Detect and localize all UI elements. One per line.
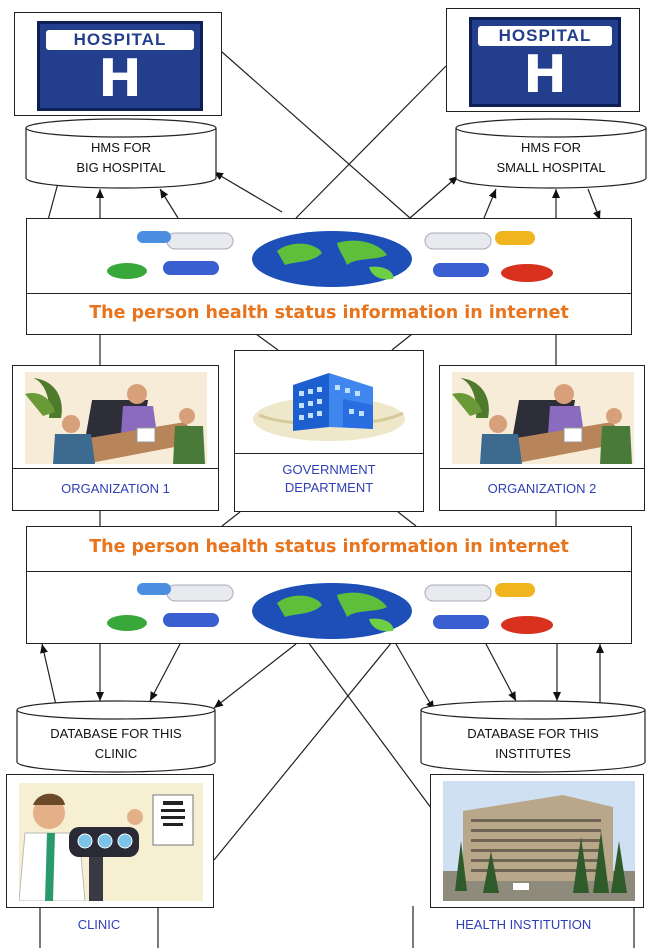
hms-small-label: HMS FOR SMALL HOSPITAL [496,140,606,175]
globe-network-icon [107,583,553,639]
organization-1-label: ORGANIZATION 1 [61,481,170,496]
eye-doctor-icon [19,783,203,901]
organization-2-box: ORGANIZATION 2 [439,365,645,511]
globe-network-icon [107,231,553,287]
hospital-sign-word: HOSPITAL [478,26,612,46]
hospital-sign-word: HOSPITAL [46,30,194,50]
organization-1-box: ORGANIZATION 1 [12,365,219,511]
hms-big-cylinder [25,118,217,189]
internet-box-bottom: The person health status information in … [26,526,632,644]
hospital-sign-box-left: HOSPITAL H [14,12,222,116]
clinic-database-cylinder [16,700,216,773]
clinic-picture-box [6,774,214,908]
clinic-database-label: DATABASE FOR THIS CLINIC [50,726,182,761]
government-department-box: GOVERNMENT DEPARTMENT [234,350,424,512]
government-department-label: GOVERNMENT DEPARTMENT [282,462,376,495]
institutes-database-cylinder [420,700,646,773]
health-institution-label: HEALTH INSTITUTION [455,917,592,932]
institutes-database-label: DATABASE FOR THIS INSTITUTES [467,726,599,761]
hospital-sign-icon: HOSPITAL H [37,21,203,111]
hms-big-label: HMS FOR BIG HOSPITAL [76,140,166,175]
organization-2-label: ORGANIZATION 2 [487,481,597,496]
hospital-sign-letter: H [523,45,567,105]
hospital-building-photo [443,781,635,901]
health-institution-picture-box [430,774,644,908]
internet-label-bottom: The person health status information in … [89,537,569,557]
hospital-sign-icon: HOSPITAL H [469,17,621,107]
office-meeting-icon [452,372,634,464]
internet-label-top: The person health status information in … [89,303,569,323]
hospital-sign-box-right: HOSPITAL H [446,8,640,112]
government-building-icon [253,373,405,441]
office-meeting-icon [25,372,207,464]
hospital-sign-letter: H [98,49,142,109]
hms-small-cylinder [455,118,647,189]
internet-box-top: The person health status information in … [26,218,632,335]
clinic-label: CLINIC [77,917,121,932]
